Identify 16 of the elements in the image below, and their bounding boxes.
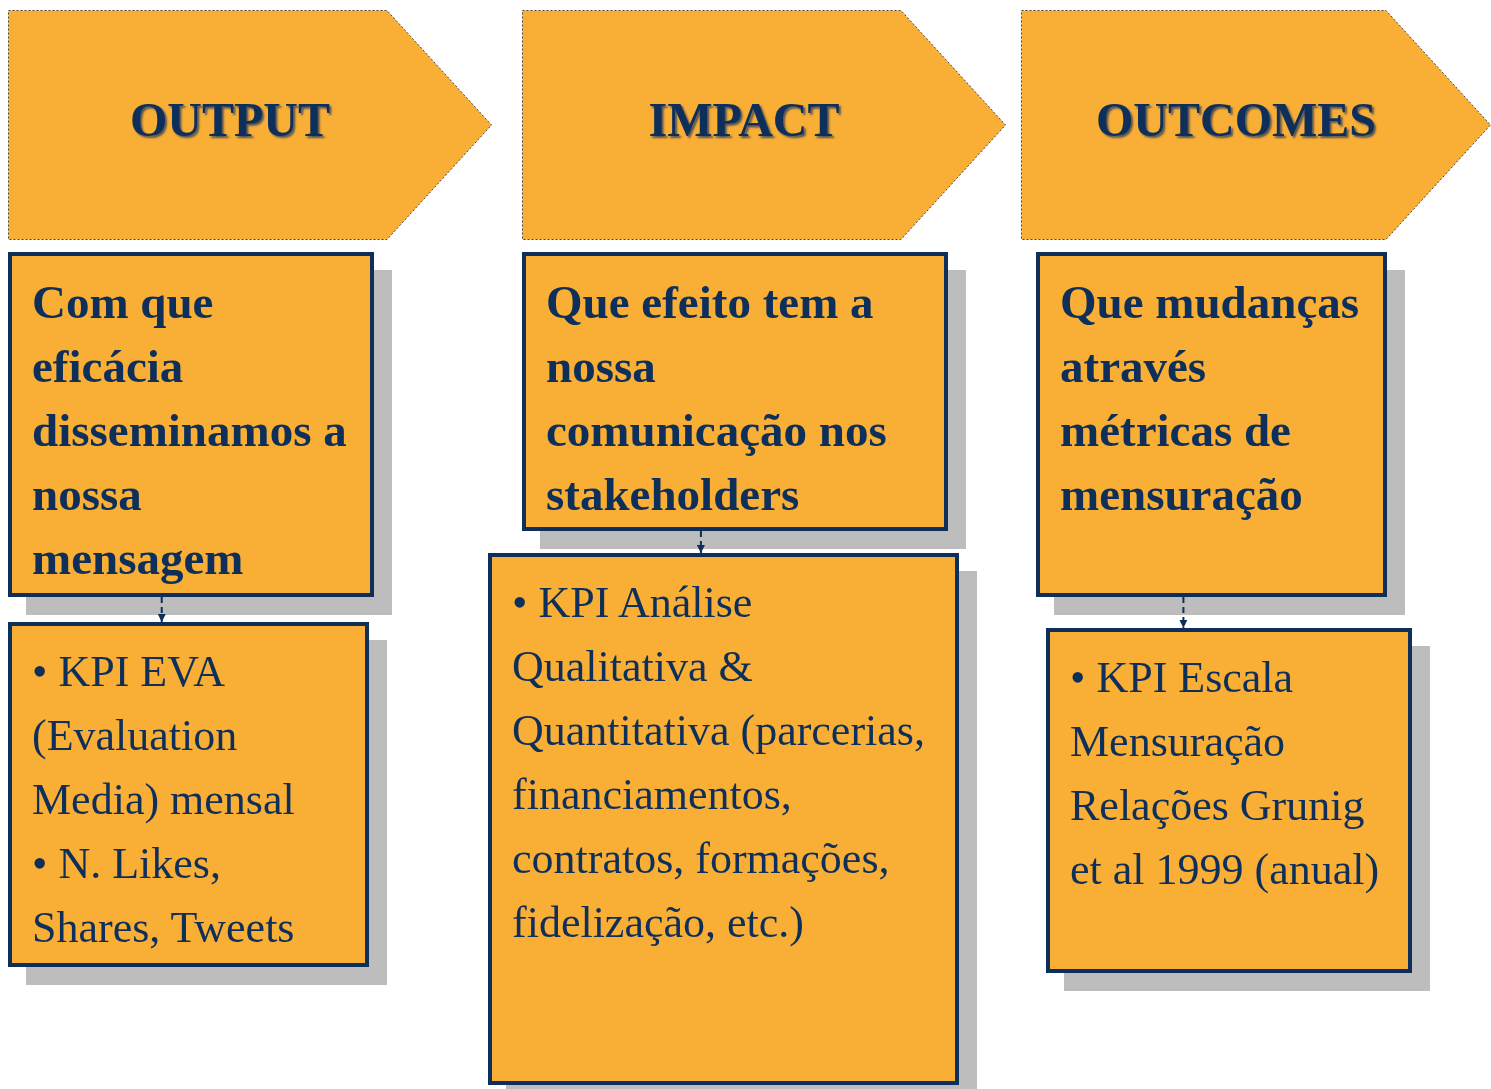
question-text: Com que eficácia disseminamos a nossa mensagem — [32, 275, 348, 586]
stage-banner — [1021, 10, 1491, 240]
stage-banner — [8, 10, 492, 240]
kpi-text: • KPI EVA (Evaluation Media) mensal — [32, 646, 296, 826]
stage-banner — [522, 10, 1006, 240]
arrow — [157, 596, 166, 623]
arrow — [696, 530, 705, 554]
kpi-text: • KPI Escala Mensuração Relações Grunig et al 1999 (anual) — [1070, 652, 1381, 896]
arrow — [1179, 596, 1188, 629]
stage-title: IMPACT — [647, 92, 841, 147]
kpi-text: • KPI Análise Qualitativa & Quantitativa (parcerias, financiamentos, contratos, formações, fidelização, etc.) — [512, 577, 926, 949]
question-text: Que efeito tem a nossa comunicação nos stakeholders — [546, 275, 888, 522]
kpi-text: • N. Likes, Shares, Tweets — [32, 838, 296, 954]
stage-title: OUTPUT — [129, 92, 331, 147]
question-text: Que mudanças através métricas de mensuração — [1060, 275, 1361, 522]
stage-title: OUTCOMES — [1095, 92, 1377, 147]
